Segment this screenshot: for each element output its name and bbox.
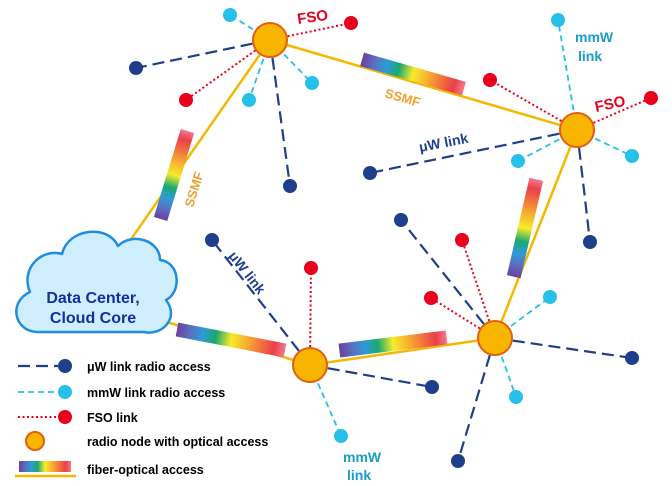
legend-item-mmw: mmW link radio access [18, 385, 225, 400]
fso-label-top: FSO [296, 7, 329, 28]
mmw-terminal-dot [242, 93, 256, 107]
mmw-terminal-dot [551, 13, 565, 27]
spectrum-bar [175, 322, 287, 358]
legend-node-swatch [25, 431, 45, 451]
mmw-label-bottom-line2: link [347, 467, 371, 483]
fso-terminal-dot [455, 233, 469, 247]
uw-terminals [129, 61, 639, 468]
ssmf-label-left: SSMF [182, 170, 207, 209]
fso-link [185, 39, 271, 101]
radio-node [252, 22, 288, 58]
legend-uw-label: μW link radio access [87, 360, 211, 374]
fso-link [461, 239, 496, 339]
legend-node-label: radio node with optical access [87, 435, 268, 449]
uw-terminal-dot [451, 454, 465, 468]
mmw-label-top-line2: link [578, 48, 602, 64]
fso-link [430, 297, 496, 339]
legend-fiber-label: fiber-optical access [87, 463, 204, 477]
spectrum-bar [360, 52, 466, 96]
uw-link [135, 38, 271, 70]
ssmf-label-top: SSMF [383, 85, 422, 109]
legend-item-node: radio node with optical access [25, 431, 268, 451]
fso-terminal-dot [483, 73, 497, 87]
mmw-terminals [223, 8, 639, 443]
fso-link [489, 79, 578, 131]
mmw-label-top-line1: mmW [575, 29, 614, 45]
uw-links [135, 38, 633, 462]
mmw-terminal-dot [543, 290, 557, 304]
uw-terminal-dot [363, 166, 377, 180]
mmw-link [557, 19, 578, 131]
cloud-icon [15, 230, 178, 334]
fiber-spectrum-bars [153, 52, 544, 358]
uw-link [309, 363, 433, 389]
legend-fso-dot [58, 410, 72, 424]
mmw-link [229, 14, 271, 41]
legend-fiber-swatch [19, 461, 71, 472]
fiber-link [309, 336, 496, 367]
uw-terminal-dot [283, 179, 297, 193]
legend-mmw-dot [58, 385, 72, 399]
fso-terminal-dot [644, 91, 658, 105]
uw-link [369, 128, 578, 175]
uw-terminal-dot [625, 351, 639, 365]
datacenter-label-line2: Cloud Core [50, 310, 136, 327]
fso-terminal-dot [304, 261, 318, 275]
legend-fso-label: FSO link [87, 411, 138, 425]
uw-link [494, 336, 633, 360]
fso-label-right: FSO [593, 93, 627, 116]
uw-link [575, 129, 592, 243]
fso-terminals [179, 16, 658, 305]
spectrum-bar [506, 177, 544, 279]
spectrum-bar [338, 330, 448, 358]
mmw-label-bottom-line1: mmW [343, 449, 382, 465]
uw-terminal-dot [583, 235, 597, 249]
legend-uw-dot [58, 359, 72, 373]
legend-item-fso: FSO link [18, 410, 138, 425]
uw-terminal-dot [394, 213, 408, 227]
uw-link [456, 337, 497, 462]
uw-link [211, 239, 311, 366]
radio-node [559, 112, 595, 148]
mmw-terminal-dot [509, 390, 523, 404]
fso-terminal-dot [179, 93, 193, 107]
fiber-link [493, 129, 579, 339]
radio-node [292, 347, 328, 383]
fso-terminal-dot [344, 16, 358, 30]
mmw-terminal-dot [511, 154, 525, 168]
radio-nodes [252, 22, 595, 383]
uw-label-center: μW link [418, 130, 470, 155]
legend-item-fiber: fiber-optical access [15, 461, 204, 478]
datacenter-label-line1: Data Center, [46, 290, 139, 307]
uw-label-left: μW link [226, 248, 269, 297]
uw-terminal-dot [129, 61, 143, 75]
legend-mmw-label: mmW link radio access [87, 386, 225, 400]
legend: μW link radio access mmW link radio acce… [15, 359, 268, 478]
mmw-terminal-dot [305, 76, 319, 90]
uw-terminal-dot [205, 233, 219, 247]
uw-link [268, 39, 292, 187]
legend-item-uw: μW link radio access [18, 359, 211, 374]
fso-terminal-dot [424, 291, 438, 305]
spectrum-bar [153, 128, 195, 222]
mmw-terminal-dot [223, 8, 237, 22]
uw-link [400, 219, 496, 339]
mmw-terminal-dot [625, 149, 639, 163]
mmw-terminal-dot [334, 429, 348, 443]
fiber-link [269, 38, 578, 132]
radio-node [477, 320, 513, 356]
uw-terminal-dot [425, 380, 439, 394]
fiber-link [125, 39, 272, 246]
